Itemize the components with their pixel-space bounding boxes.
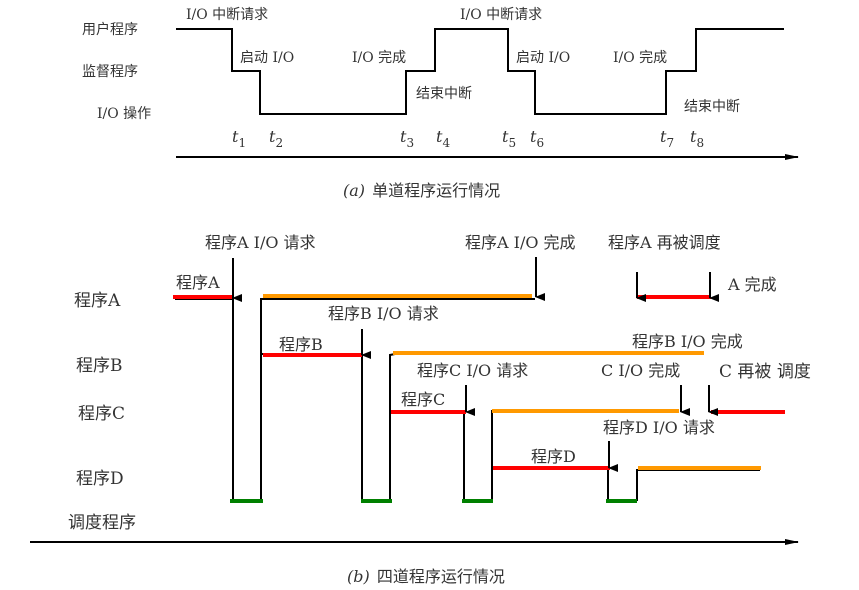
annotation-d-io-request: 程序D I/O 请求 <box>603 418 715 437</box>
time-mark-t6: t6 <box>530 127 544 150</box>
caption-b-prefix: (b) <box>347 567 370 586</box>
annotation-end-interrupt-1: 结束中断 <box>416 86 472 102</box>
annotation-c-rescheduled: C 再被 调度 <box>719 362 811 382</box>
caption-a-prefix: (a) <box>343 181 365 200</box>
row-label-scheduler: 调度程序 <box>68 513 136 533</box>
time-marks: t1 t2 t3 t4 t5 t6 t7 t8 <box>232 127 704 150</box>
process-path <box>492 467 760 501</box>
row-label-supervisor: 监督程序 <box>82 64 138 80</box>
caption-b: (b) 四道程序运行情况 <box>347 567 505 586</box>
label-program-a-running: 程序A <box>176 273 220 292</box>
annotation-a-rescheduled: 程序A 再被调度 <box>608 233 721 252</box>
time-mark-t1: t1 <box>232 127 246 150</box>
annotation-io-interrupt-2: I/O 中断请求 <box>460 7 542 23</box>
annotation-io-done-2: I/O 完成 <box>613 50 667 66</box>
annotation-start-io-1: 启动 I/O <box>240 50 294 66</box>
caption-b-text: 四道程序运行情况 <box>377 567 505 586</box>
label-program-b-running: 程序B <box>279 335 323 354</box>
row-label-program-c: 程序C <box>78 404 125 424</box>
part-a-single-program: 用户程序 监督程序 I/O 操作 I/O 中断请求 启动 I/O I/O 完成 … <box>82 7 799 200</box>
time-mark-t3: t3 <box>400 127 414 150</box>
process-path <box>390 410 495 501</box>
row-label-user-program: 用户程序 <box>82 21 138 38</box>
time-mark-t4: t4 <box>436 127 450 150</box>
label-program-c-running: 程序C <box>401 390 445 409</box>
time-mark-t2: t2 <box>269 127 283 150</box>
caption-a-text: 单道程序运行情况 <box>372 181 500 200</box>
annotation-end-interrupt-2: 结束中断 <box>684 99 740 115</box>
annotation-b-io-request: 程序B I/O 请求 <box>328 304 439 323</box>
waveform-single-program <box>176 28 784 115</box>
process-path <box>175 298 535 501</box>
annotation-io-interrupt-1: I/O 中断请求 <box>186 7 268 23</box>
annotation-a-io-request: 程序A I/O 请求 <box>205 233 316 252</box>
time-mark-t8: t8 <box>690 127 704 150</box>
annotation-a-done: A 完成 <box>727 275 777 294</box>
annotation-a-io-done: 程序A I/O 完成 <box>465 233 576 252</box>
time-mark-t5: t5 <box>502 127 516 150</box>
part-b-four-programs: 程序A 程序B 程序C 程序D 调度程序 <box>30 233 811 586</box>
annotation-start-io-2: 启动 I/O <box>516 50 570 66</box>
row-label-program-b: 程序B <box>76 356 123 376</box>
row-label-program-a: 程序A <box>74 291 121 311</box>
annotation-c-io-request: 程序C I/O 请求 <box>417 361 528 380</box>
annotation-b-io-done: 程序B I/O 完成 <box>632 332 743 351</box>
process-path <box>261 353 396 501</box>
annotation-c-io-done: C I/O 完成 <box>601 361 680 380</box>
caption-a: (a) 单道程序运行情况 <box>343 181 500 200</box>
annotation-io-done-1: I/O 完成 <box>352 50 406 66</box>
row-label-io-operation: I/O 操作 <box>97 106 151 122</box>
row-label-program-d: 程序D <box>76 469 124 489</box>
label-program-d-running: 程序D <box>531 447 576 466</box>
time-mark-t7: t7 <box>660 127 674 150</box>
